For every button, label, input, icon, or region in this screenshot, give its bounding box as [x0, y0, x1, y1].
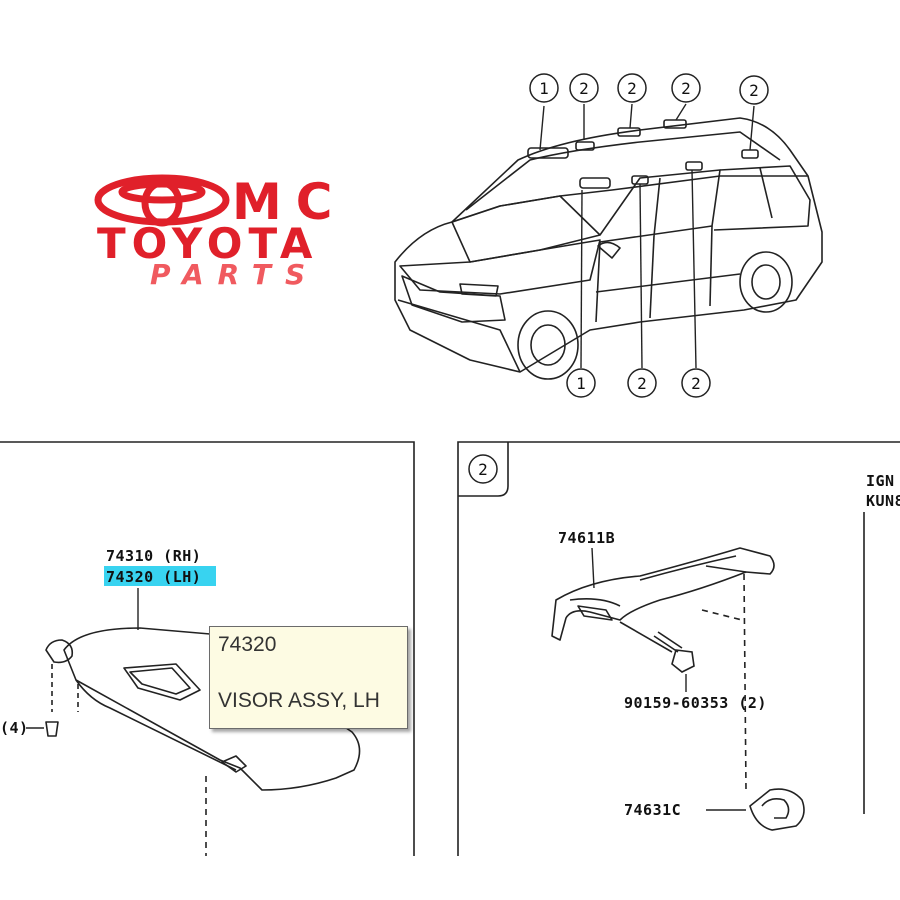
brand-top-text: MC: [232, 173, 346, 231]
bolt-drawing[interactable]: [653, 631, 695, 673]
callout-2-top-b: 2: [617, 73, 647, 103]
svg-text:2: 2: [681, 79, 691, 98]
callout-2-top-c: 2: [671, 73, 701, 103]
tooltip-part-number: 74320: [218, 633, 277, 656]
brand-watermark: MC TOYOTA PARTS: [94, 173, 346, 291]
vehicle-illustration: [394, 117, 823, 380]
vehicle-callouts: [539, 103, 755, 369]
part-lh-highlight: [104, 566, 216, 586]
callout-1-bottom: 1: [566, 368, 596, 398]
assist-grip-drawing[interactable]: [551, 547, 775, 791]
brand-main-text: TOYOTA: [97, 219, 318, 268]
part-number-74631c[interactable]: 74631C: [624, 801, 681, 819]
part-number-74611b[interactable]: 74611B: [558, 529, 615, 547]
callout-2-top-d: 2: [739, 75, 769, 105]
callout-2-bottom-b: 2: [681, 368, 711, 398]
part-number-90159-60353[interactable]: 90159-60353 (2): [624, 694, 767, 712]
section-2-label: 2: [468, 454, 498, 484]
sun-visor-drawing[interactable]: [45, 627, 361, 856]
svg-text:2: 2: [637, 374, 647, 393]
visor-panel: 74310 (RH) 74320 (LH) (4): [0, 441, 415, 856]
svg-text:2: 2: [749, 81, 759, 100]
svg-text:1: 1: [539, 79, 549, 98]
part-tooltip: 74320 VISOR ASSY, LH: [209, 626, 408, 729]
clip-drawing[interactable]: [749, 788, 805, 831]
callout-4-label: (4): [0, 719, 29, 737]
toyota-emblem-icon: [94, 174, 230, 227]
callout-2-top-a: 2: [569, 73, 599, 103]
svg-text:1: 1: [576, 374, 586, 393]
part-number-74320[interactable]: 74320 (LH): [106, 568, 201, 586]
svg-text:2: 2: [579, 79, 589, 98]
part-number-74310[interactable]: 74310 (RH): [106, 547, 201, 565]
tooltip-part-description: VISOR ASSY, LH: [218, 689, 380, 712]
callout-2-bottom-a: 2: [627, 368, 657, 398]
grip-panel: 2 IGN KUN8 74611B 90159-60353 (2): [457, 441, 900, 856]
svg-text:2: 2: [691, 374, 701, 393]
svg-text:2: 2: [627, 79, 637, 98]
callout-1-top: 1: [529, 73, 559, 103]
brand-sub-text: PARTS: [150, 258, 319, 291]
svg-text:2: 2: [478, 460, 488, 479]
edge-text-kun: KUN8: [866, 492, 900, 510]
edge-text-ign: IGN: [866, 472, 895, 490]
